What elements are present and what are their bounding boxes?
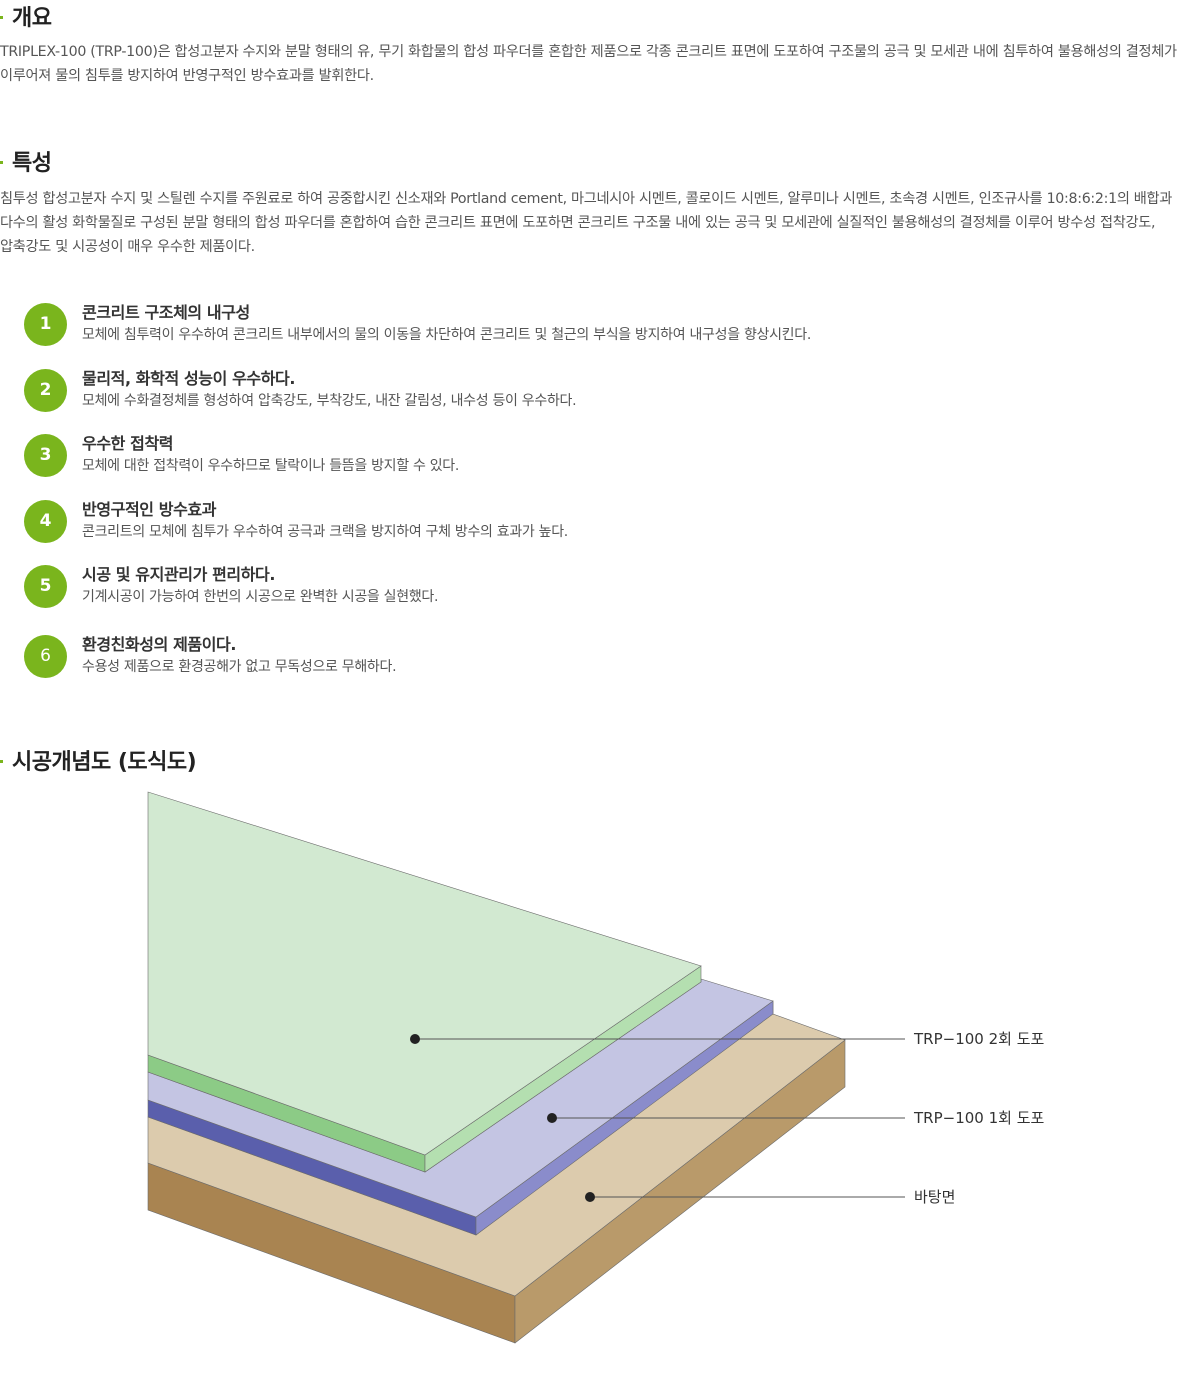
feature-number-badge: 1: [24, 302, 67, 346]
overview-header: 개요: [0, 0, 52, 32]
feature-number-badge: 4: [24, 499, 67, 543]
diagram-header: 시공개념도 (도식도): [0, 744, 197, 776]
feature-title: 시공 및 유지관리가 편리하다.: [82, 565, 276, 584]
callout-dot-coat1: [547, 1113, 557, 1123]
section-bullet: [0, 15, 3, 19]
label-coat2: TRP−100 2회 도포: [913, 1030, 1045, 1048]
feature-title: 우수한 접착력: [82, 434, 174, 453]
overview-title: 개요: [12, 6, 52, 31]
feature-title: 콘크리트 구조체의 내구성: [82, 303, 250, 322]
feature-description: 모체에 수화결정체를 형성하여 압축강도, 부착강도, 내잔 갈림성, 내수성 …: [82, 393, 577, 409]
feature-title: 환경친화성의 제품이다.: [82, 635, 237, 654]
feature-item: 1 콘크리트 구조체의 내구성 모체에 침투력이 우수하여 콘크리트 내부에서의…: [24, 302, 811, 346]
feature-item: 6 환경친화성의 제품이다. 수용성 제품으로 환경공해가 없고 무독성으로 무…: [24, 634, 397, 678]
feature-description: 수용성 제품으로 환경공해가 없고 무독성으로 무해하다.: [82, 659, 397, 675]
feature-item: 3 우수한 접착력 모체에 대한 접착력이 우수하므로 탈락이나 들뜸을 방지할…: [24, 433, 459, 477]
feature-title: 물리적, 화학적 성능이 우수하다.: [82, 369, 296, 388]
diagram-title: 시공개념도 (도식도): [12, 750, 197, 775]
feature-item: 4 반영구적인 방수효과 콘크리트의 모체에 침투가 우수하여 공극과 크랙을 …: [24, 499, 568, 543]
feature-number-badge: 6: [24, 634, 67, 678]
feature-description: 기계시공이 가능하여 한번의 시공으로 완벽한 시공을 실현했다.: [82, 589, 439, 605]
feature-description: 모체에 침투력이 우수하여 콘크리트 내부에서의 물의 이동을 차단하여 콘크리…: [82, 327, 811, 343]
feature-number-badge: 3: [24, 433, 67, 477]
feature-description: 콘크리트의 모체에 침투가 우수하여 공극과 크랙을 방지하여 구체 방수의 효…: [82, 524, 568, 540]
feature-item: 2 물리적, 화학적 성능이 우수하다. 모체에 수화결정체를 형성하여 압축강…: [24, 368, 577, 412]
section-bullet: [0, 759, 3, 763]
layer-diagram: TRP−100 2회 도포 TRP−100 1회 도포 바탕면: [147, 791, 1045, 1344]
characteristics-title: 특성: [12, 151, 52, 176]
label-base: 바탕면: [914, 1188, 955, 1206]
overview-body: TRIPLEX-100 (TRP-100)은 합성고분자 수지와 분말 형태의 …: [0, 44, 1177, 84]
feature-number-badge: 5: [24, 564, 67, 608]
coat2-layer-top: [147, 791, 702, 1156]
callout-dot-coat2: [410, 1034, 420, 1044]
callout-dot-base: [585, 1192, 595, 1202]
feature-item: 5 시공 및 유지관리가 편리하다. 기계시공이 가능하여 한번의 시공으로 완…: [24, 564, 438, 608]
characteristics-header: 특성: [0, 145, 52, 177]
section-bullet: [0, 160, 3, 164]
feature-description: 모체에 대한 접착력이 우수하므로 탈락이나 들뜸을 방지할 수 있다.: [82, 458, 460, 474]
characteristics-body: 침투성 합성고분자 수지 및 스틸렌 수지를 주원료로 하여 공중합시킨 신소재…: [0, 191, 1173, 255]
label-coat1: TRP−100 1회 도포: [913, 1109, 1045, 1127]
feature-number-badge: 2: [24, 368, 67, 412]
feature-title: 반영구적인 방수효과: [82, 500, 217, 519]
